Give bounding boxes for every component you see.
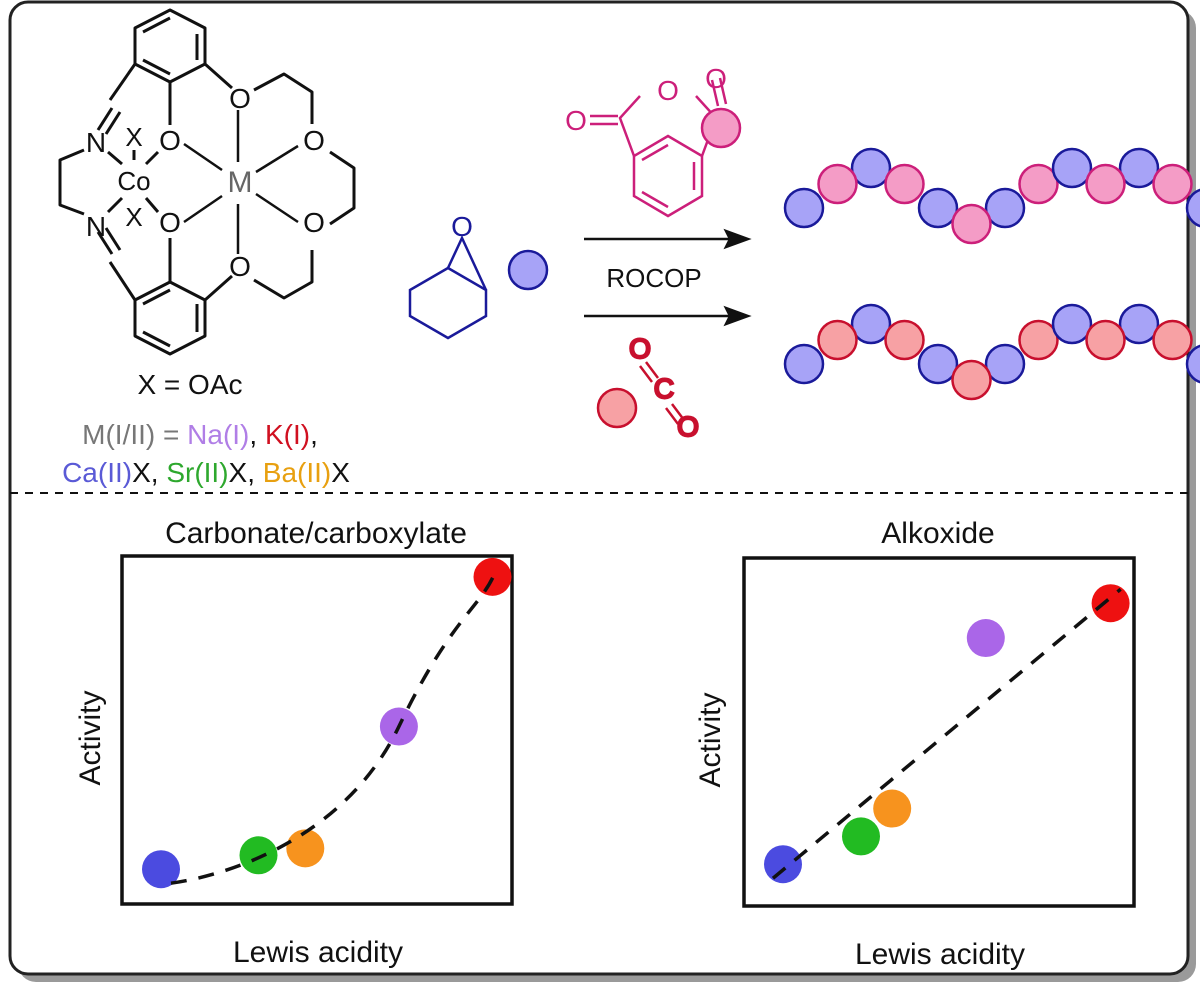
metal-label-4: Ba(II) <box>263 457 331 488</box>
metal-label-2: Ca(II) <box>62 457 132 488</box>
metal-label-3: Sr(II) <box>166 457 228 488</box>
plot-2-title: Alkoxide <box>881 517 994 550</box>
chain-bead <box>783 187 825 229</box>
metal-suffix-4: X <box>331 457 350 488</box>
metal-list-prefix: M(I/II) = <box>82 419 187 450</box>
atom-x-bottom: X <box>125 202 142 232</box>
atom-x-top: X <box>125 122 142 152</box>
plot-2-frame <box>742 556 1136 908</box>
plot-2-point-3 <box>966 619 1005 658</box>
carbon-dioxide: O C O <box>628 332 700 444</box>
chain-bead <box>817 319 858 361</box>
polycarbonate-chain <box>783 303 1200 401</box>
complex-atom-labels: N N X X Co O O O O O O M <box>86 83 325 282</box>
chain-bead <box>1051 147 1093 189</box>
metal-suffix-3: X, <box>229 457 263 488</box>
complex-structure <box>58 8 356 356</box>
chain-bead <box>1185 344 1200 384</box>
plot-2-point-4 <box>1091 584 1130 623</box>
atom-m: M <box>228 166 253 199</box>
chain-bead <box>884 163 925 205</box>
chain-bead <box>917 343 959 385</box>
co2-monomer-ball <box>596 387 638 429</box>
chain-bead <box>884 319 925 361</box>
metal-label-0: Na(I) <box>187 419 249 450</box>
chain-bead <box>1185 188 1200 228</box>
epoxide-oxygen: O <box>451 211 473 242</box>
chain-bead <box>783 343 825 385</box>
chain-bead <box>917 187 959 229</box>
plot-2-trend-line <box>771 587 1122 880</box>
plot-1-point-4 <box>473 557 512 596</box>
atom-o-ether-1: O <box>229 83 251 114</box>
atom-o-phenoxide-top: O <box>159 125 181 156</box>
plot-carbonate: Carbonate/carboxylate Lewis acidity Acti… <box>74 517 514 969</box>
anhydride-oxygen-ring: O <box>657 75 679 106</box>
anhydride-monomer-ball <box>700 107 742 149</box>
reaction-arrows <box>584 228 752 327</box>
metal-list-line-2: Ca(II)X, Sr(II)X, Ba(II)X <box>62 457 350 488</box>
plot-2-xlabel: Lewis acidity <box>855 938 1025 971</box>
chain-bead <box>1152 163 1193 205</box>
plot-1-trend-line <box>170 568 499 885</box>
plot-1-ylabel: Activity <box>74 690 107 785</box>
chain-bead <box>951 359 992 401</box>
metal-suffix-0: , <box>249 419 265 450</box>
anhydride-oxygen-left: O <box>565 105 587 136</box>
plot-2-point-1 <box>842 817 880 856</box>
frame <box>8 0 1190 976</box>
co2-oxygen-bottom: O <box>677 411 699 442</box>
plot-2-ylabel: Activity <box>694 692 727 787</box>
atom-n-top: N <box>86 127 106 158</box>
atom-o-ether-2: O <box>303 125 325 156</box>
chain-bead <box>1085 319 1126 361</box>
chain-bead <box>984 343 1026 385</box>
chain-bead <box>1085 163 1126 205</box>
chain-bead <box>850 147 892 189</box>
chain-bead <box>1152 319 1193 361</box>
polyester-chain <box>783 147 1200 245</box>
atom-n-bottom: N <box>86 211 106 242</box>
cyclohexene-oxide: O <box>408 211 488 340</box>
plot-1-xlabel: Lewis acidity <box>233 936 403 969</box>
co2-carbon: C <box>654 373 674 404</box>
chain-bead <box>951 203 992 245</box>
arrow-upper-head <box>723 228 752 250</box>
reaction-label: ROCOP <box>606 263 701 293</box>
anhydride-oxygen-right: O <box>705 63 727 94</box>
chain-bead <box>984 187 1026 229</box>
atom-o-ether-4: O <box>229 251 251 282</box>
phthalic-anhydride: O O O <box>565 63 728 218</box>
chain-bead <box>1018 319 1059 361</box>
co2-oxygen-top: O <box>629 333 651 364</box>
metal-suffix-2: X, <box>132 457 166 488</box>
epoxide-monomer-ball <box>507 249 549 291</box>
arrow-lower-head <box>723 305 752 327</box>
atom-o-phenoxide-bottom: O <box>159 207 181 238</box>
chain-bead <box>1118 303 1160 345</box>
chain-bead <box>817 163 858 205</box>
chain-bead <box>850 303 892 345</box>
metal-label-1: K(I) <box>265 419 310 450</box>
plot-1-frame <box>120 554 514 906</box>
plot-2-point-0 <box>764 845 802 884</box>
plot-2-point-2 <box>873 789 912 828</box>
atom-co: Co <box>117 166 150 196</box>
plot-1-point-2 <box>286 829 325 868</box>
chain-bead <box>1118 147 1160 189</box>
plot-1-point-1 <box>239 836 278 875</box>
chain-bead <box>1051 303 1093 345</box>
plot-alkoxide: Alkoxide Lewis acidity Activity <box>694 517 1136 971</box>
chain-bead <box>1018 163 1059 205</box>
plot-1-title: Carbonate/carboxylate <box>165 517 467 550</box>
metal-suffix-1: , <box>310 419 318 450</box>
x-definition: X = OAc <box>137 369 242 400</box>
plot-1-point-0 <box>142 850 180 889</box>
atom-o-ether-3: O <box>303 207 325 238</box>
metal-list-line-1: M(I/II) = Na(I), K(I), <box>82 419 318 450</box>
